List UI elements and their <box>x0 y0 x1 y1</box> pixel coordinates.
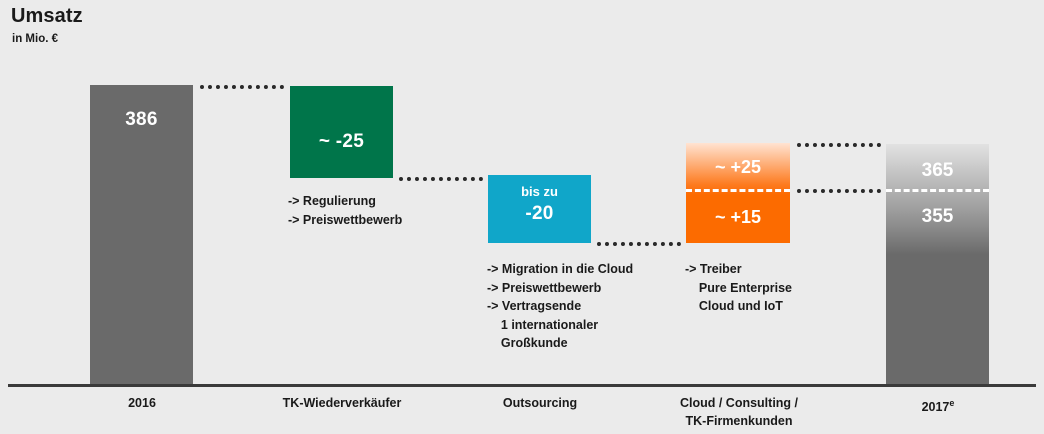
bar-2016-value: 386 <box>125 109 158 130</box>
bar-2016[interactable]: 386 <box>90 85 193 384</box>
axis-label-2017-estimate: 2017e <box>878 394 998 416</box>
connector-line-outsourcing-to-cloud <box>597 242 681 246</box>
bar-tk-wiederverkaeufer-value: ~ -25 <box>318 131 365 152</box>
bar-2017-estimate[interactable]: 365 355 <box>886 144 989 384</box>
bar-2017-value-upper: 365 <box>921 160 954 181</box>
bar-cloud-range-divider <box>686 189 790 192</box>
axis-label-2017-text: 2017 <box>921 400 950 415</box>
connector-line-2016-to-tk <box>200 85 284 89</box>
bar-outsourcing-sublabel: bis zu <box>521 184 558 199</box>
connector-line-cloud-to-2017-upper <box>797 143 881 147</box>
annotation-cloud-consulting: -> Treiber Pure Enterprise Cloud und IoT <box>685 262 792 313</box>
page-title: Umsatz <box>11 5 83 27</box>
bar-cloud-consulting-tk-firmenkunden[interactable]: ~ +25 ~ +15 <box>686 143 790 243</box>
chart-subtitle: in Mio. € <box>12 33 58 45</box>
bar-2017-value-lower: 355 <box>921 206 954 227</box>
annotation-outsourcing: -> Migration in die Cloud -> Preiswettbe… <box>487 262 634 350</box>
bar-tk-wiederverkaeufer[interactable]: ~ -25 <box>290 86 393 178</box>
axis-label-tk-wiederverkaeufer: TK-Wiederverkäufer <box>282 396 402 410</box>
x-axis-line <box>8 384 1036 387</box>
axis-label-outsourcing: Outsourcing <box>502 396 578 410</box>
axis-label-2016: 2016 <box>128 396 156 410</box>
bar-outsourcing-value: -20 <box>525 203 554 224</box>
axis-label-2017-superscript: e <box>949 398 955 408</box>
bar-2017-range-divider <box>886 189 989 192</box>
annotation-tk-wiederverkaeufer: -> Regulierung -> Preiswettbewerb <box>288 194 403 227</box>
axis-label-cloud-consulting: Cloud / Consulting / TK-Firmenkunden <box>679 396 799 428</box>
bar-outsourcing[interactable]: bis zu -20 <box>488 175 591 243</box>
bar-cloud-value-lower: ~ +15 <box>714 207 762 227</box>
bar-cloud-value-upper: ~ +25 <box>714 157 762 177</box>
connector-line-tk-to-outsourcing <box>399 177 483 181</box>
connector-line-cloud-to-2017-lower <box>797 189 881 193</box>
